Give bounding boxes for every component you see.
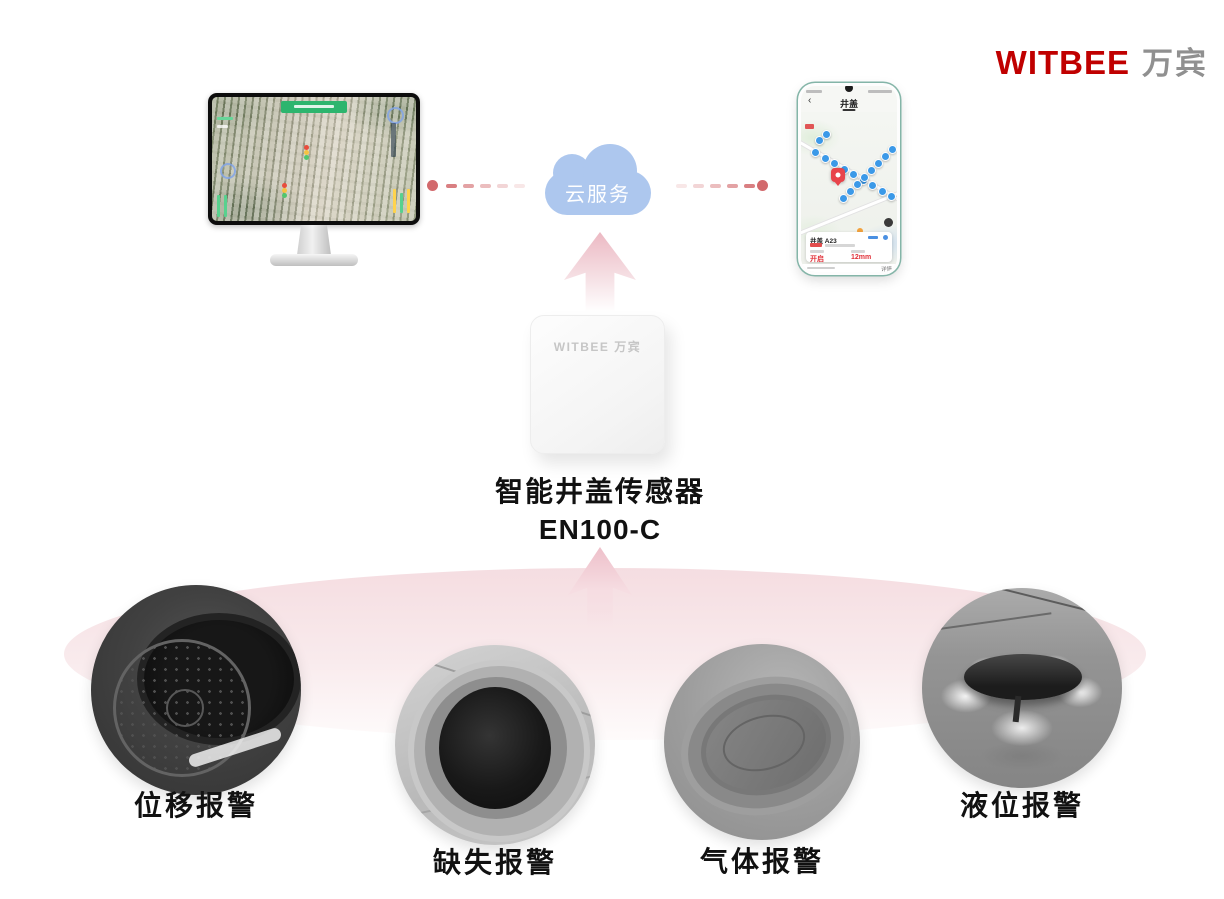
hud-right-gauge	[400, 193, 403, 213]
device-map-pin	[860, 173, 869, 182]
device-map-pin	[839, 194, 848, 203]
device-map-pin	[815, 136, 824, 145]
dashboard-header-banner	[281, 101, 347, 113]
device-map-pin	[853, 180, 862, 189]
device-map-pin	[868, 181, 877, 190]
status-value: 开启	[810, 256, 824, 263]
mobile-app-phone: ‹ 井盖 井盖 A23 开启 12mm	[798, 83, 900, 275]
hud-left-bar	[217, 125, 228, 128]
selected-location-pin	[831, 168, 845, 182]
alert-marker	[304, 145, 309, 150]
monitor-bezel	[208, 93, 420, 225]
device-brand-label: WITBEE 万宾	[553, 340, 642, 354]
alert-marker	[304, 155, 309, 160]
device-map-pin	[881, 152, 890, 161]
device-map-pin	[874, 159, 883, 168]
card-subtext	[825, 243, 855, 247]
photo-manhole-gas	[664, 644, 860, 840]
hud-right-panel	[391, 123, 396, 157]
alert-marker	[282, 188, 287, 193]
lifted-cover-dome	[964, 654, 1082, 700]
hud-left-gauge	[217, 195, 220, 217]
card-footer: 详情	[801, 264, 897, 272]
manhole-info-card[interactable]: 井盖 A23 开启 12mm	[806, 232, 892, 263]
detail-button[interactable]: 详情	[880, 267, 892, 272]
bluetooth-icon	[883, 235, 888, 240]
photo-manhole-displaced	[91, 585, 301, 795]
product-model: EN100-C	[538, 514, 662, 545]
product-name: 智能井盖传感器	[494, 476, 706, 507]
back-chevron-icon: ‹	[808, 95, 812, 106]
connector-endpoint-dot	[427, 180, 438, 191]
radar-ring-icon	[220, 163, 236, 179]
photo-manhole-missing	[395, 645, 595, 845]
card-status-link	[868, 236, 878, 239]
map-poi-icon	[857, 228, 863, 234]
device-map-pin	[867, 166, 876, 175]
phone-screen: ‹ 井盖 井盖 A23 开启 12mm	[801, 86, 897, 272]
tab-indicator	[842, 109, 856, 111]
device-map-pin	[888, 145, 897, 154]
phone-notch	[845, 86, 853, 92]
cloud-icon	[545, 144, 651, 215]
phone-page-title: 井盖	[839, 99, 858, 109]
device-map-pin	[887, 192, 896, 201]
photo-manhole-overflow	[922, 588, 1122, 788]
monitor-stand-base	[270, 254, 358, 266]
cloud-service-label: 云服务	[565, 184, 631, 206]
hud-right-gauge	[407, 189, 410, 213]
hud-left-gauge	[224, 195, 227, 217]
radar-ring-icon	[387, 107, 404, 124]
map-red-label	[805, 124, 814, 129]
hud-left-bar	[217, 117, 233, 120]
device-map-pin	[820, 153, 830, 163]
open-hole	[439, 687, 551, 809]
status-label	[810, 250, 824, 253]
logo-wordmark: WITBEE	[995, 44, 1130, 81]
device-map-pin	[811, 148, 820, 157]
sensor-device: WITBEE 万宾	[530, 315, 665, 454]
cover-center-ring	[166, 689, 204, 727]
hud-right-gauge	[393, 189, 396, 213]
logo-chinese: 万宾	[1142, 46, 1208, 81]
device-map-pin	[830, 159, 839, 168]
statusbar-icons	[868, 90, 892, 93]
alarm-label-missing: 缺失报警	[432, 847, 557, 878]
alert-marker	[282, 193, 287, 198]
connector-endpoint-dot	[757, 180, 768, 191]
device-map-pin	[877, 186, 887, 196]
product-title: 智能井盖传感器 EN100-C	[495, 470, 705, 546]
alarm-label-level: 液位报警	[959, 790, 1084, 821]
up-arrow-icon	[564, 232, 636, 312]
level-value: 12mm	[851, 254, 872, 261]
alert-marker	[304, 150, 309, 155]
witbee-logo: WITBEE 万宾	[996, 38, 1208, 83]
alert-badge	[810, 243, 822, 247]
level-label	[851, 250, 865, 253]
monitoring-platform-monitor	[208, 93, 420, 273]
monitor-stand-neck	[297, 225, 331, 255]
3d-city-texture	[212, 97, 416, 221]
city-dashboard-screen	[212, 97, 416, 221]
locate-me-icon	[884, 218, 893, 227]
device-map-pin	[849, 170, 858, 179]
alert-marker	[282, 183, 287, 188]
device-map-pin	[822, 130, 831, 139]
alarm-label-gas: 气体报警	[699, 846, 824, 877]
footer-note	[807, 266, 835, 269]
card-title: 井盖 A23	[810, 238, 837, 245]
alarm-label-displacement: 位移报警	[133, 790, 258, 821]
statusbar-time	[806, 90, 822, 93]
device-map-pin	[846, 187, 855, 196]
